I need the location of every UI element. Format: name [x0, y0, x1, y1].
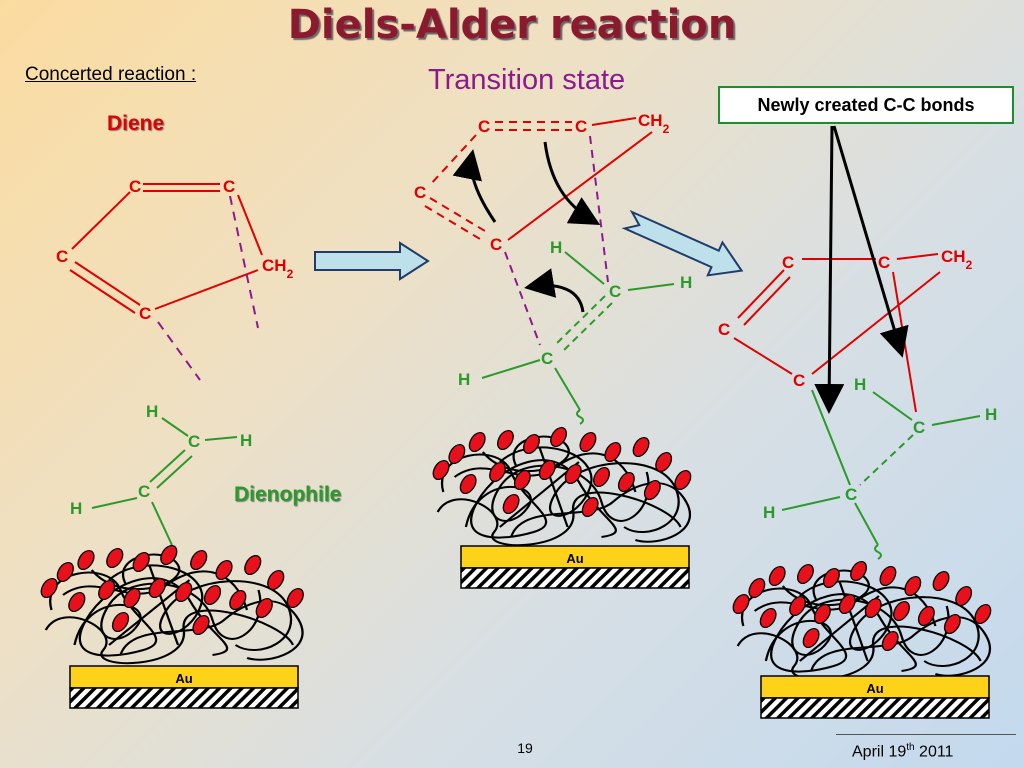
slide-date: April 19th 2011 [852, 742, 954, 761]
dienophile-h1: H [146, 402, 158, 421]
polymer-brush-right [728, 558, 995, 681]
ts-c4: C [490, 235, 502, 254]
ts-ch2: CH2 [638, 111, 670, 136]
ts-c2: C [575, 117, 587, 136]
product-h3: H [763, 503, 775, 522]
polymer-brush-middle [428, 424, 695, 547]
diene-c1: C [129, 177, 141, 196]
diene-molecule: C C C C CH2 [56, 177, 294, 381]
ts-c1: C [478, 117, 490, 136]
ts-h3: H [458, 370, 470, 389]
substrate-hatch-middle [460, 567, 690, 589]
diene-c3: C [56, 247, 68, 266]
polymer-brush-left [36, 542, 308, 665]
product-c6: C [845, 485, 857, 504]
concerted-reaction-label: Concerted reaction : [25, 64, 197, 85]
product-c2: C [878, 253, 890, 272]
product-c1: C [782, 253, 794, 272]
product-h1: H [854, 375, 866, 394]
gold-label-left: Au [175, 671, 192, 686]
diene-ch2: CH2 [262, 256, 294, 281]
transition-state-molecule: C C CH2 C C H C H C H [414, 111, 692, 425]
reaction-arrow-1 [314, 241, 430, 281]
dienophile-h3: H [70, 499, 82, 518]
dienophile-c2: C [138, 482, 150, 501]
diene-c2: C [223, 177, 235, 196]
ts-h2: H [680, 273, 692, 292]
new-bonds-callout: Newly created C-C bonds [718, 86, 1014, 124]
diene-c4: C [139, 304, 151, 323]
product-c3: C [718, 320, 730, 339]
footer-divider [836, 734, 1016, 735]
product-ch2: CH2 [941, 247, 973, 272]
dienophile-molecule: H C H C H [70, 402, 252, 560]
new-bond-pointers [814, 125, 909, 414]
slide-title: Diels-Alder reaction [287, 2, 737, 48]
diene-label: Diene [107, 112, 165, 135]
product-h2: H [985, 405, 997, 424]
ts-c6: C [541, 349, 553, 368]
ts-h1: H [550, 238, 562, 257]
gold-label-right: Au [866, 681, 883, 696]
ts-c3: C [414, 183, 426, 202]
dienophile-h2: H [240, 431, 252, 450]
ts-c5: C [609, 282, 621, 301]
substrate-hatch-right [760, 697, 990, 719]
page-number: 19 [517, 740, 533, 756]
transition-state-label: Transition state [428, 64, 626, 96]
product-molecule: C C CH2 C C H C H C H [718, 247, 997, 560]
gold-label-middle: Au [566, 551, 583, 566]
dienophile-label: Dienophile [234, 483, 342, 506]
product-c4: C [793, 371, 805, 390]
product-c5: C [913, 418, 925, 437]
dienophile-c1: C [188, 432, 200, 451]
reaction-arrow-2 [621, 209, 744, 277]
substrate-hatch-left [69, 687, 299, 709]
